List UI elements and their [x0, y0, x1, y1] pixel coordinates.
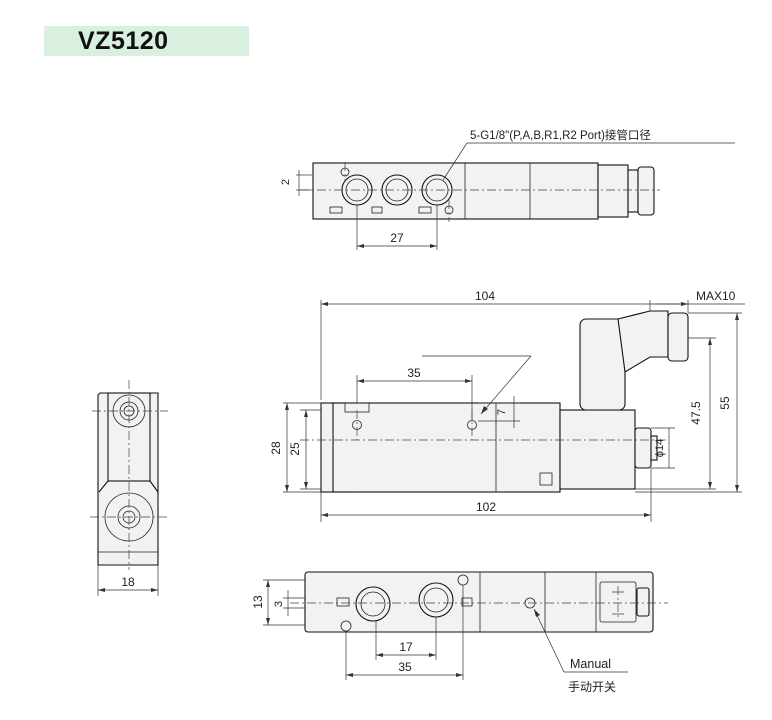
top-view: 2 27 5-G1/8"(P,A,B,R1,R2 Port)接管口径 [280, 128, 735, 250]
dim-front-47-5: 47.5 [689, 401, 703, 425]
dim-top-2: 2 [280, 179, 292, 185]
dim-bottom-3: 3 [273, 601, 285, 607]
port-callout: 5-G1/8"(P,A,B,R1,R2 Port)接管口径 [470, 128, 651, 142]
dim-front-35: 35 [407, 366, 421, 380]
dim-front-55: 55 [718, 396, 732, 410]
front-view: 104 MAX10 35 7 28 25 [269, 289, 745, 522]
manual-label: Manual [570, 657, 611, 671]
side-view: 18 [90, 380, 170, 596]
bottom-view: 13 3 17 35 Manual 手动开关 [251, 571, 668, 694]
dim-top-27: 27 [390, 231, 404, 245]
dim-side-18: 18 [121, 575, 135, 589]
dim-front-102: 102 [476, 500, 496, 514]
dim-max10: MAX10 [696, 289, 736, 303]
dim-front-7: 7 [496, 409, 508, 415]
title-badge [44, 26, 249, 56]
model-title: VZ5120 [78, 27, 169, 55]
dim-front-25: 25 [288, 442, 302, 456]
manual-label-cn: 手动开关 [568, 680, 616, 694]
dim-bottom-35: 35 [398, 660, 412, 674]
dim-bottom-17: 17 [399, 640, 413, 654]
dim-front-28: 28 [269, 441, 283, 455]
dim-front-phi14: ϕ14 [654, 439, 666, 457]
dim-front-104: 104 [475, 289, 495, 303]
dim-bottom-13: 13 [251, 595, 265, 609]
